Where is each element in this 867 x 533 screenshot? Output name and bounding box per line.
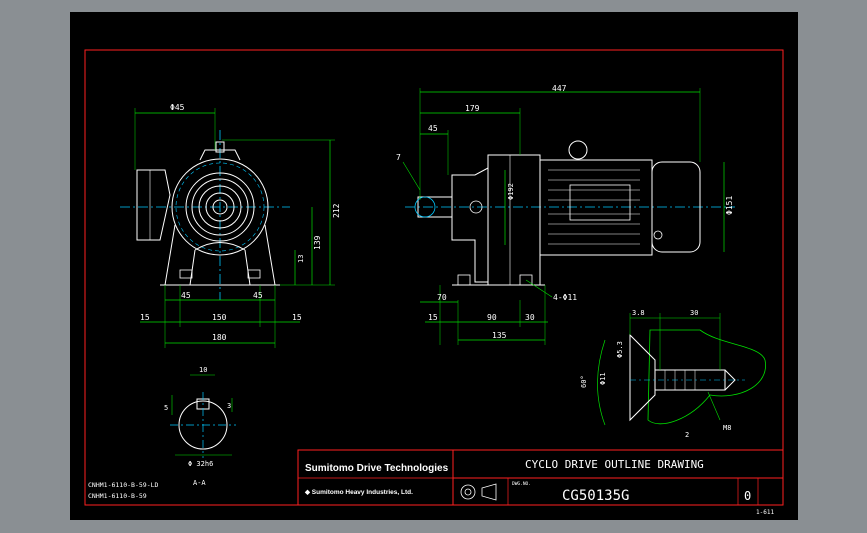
detail-dim-b: 30 [690, 309, 698, 317]
detail-dim-a: 3.8 [632, 309, 645, 317]
side-dim-total-length: 447 [552, 84, 567, 93]
side-callout-label: 7 [396, 153, 401, 162]
detail-dim-angle: 60° [580, 375, 588, 388]
terminal-box [136, 169, 171, 241]
detail-outline [647, 329, 766, 425]
revision-number: 0 [744, 489, 751, 503]
front-dim-left-edge: 15 [140, 313, 150, 322]
note-line-2: CNHM1-6110-B-59 [88, 492, 147, 500]
housing-outline [171, 158, 269, 256]
side-dim-left-edge: 15 [428, 313, 438, 322]
sub-brand: ◆ Sumitomo Heavy Industries, Ltd. [304, 489, 413, 496]
side-hole-note: 4-Φ11 [553, 293, 577, 302]
model-space [70, 12, 798, 520]
front-dim-height: 212 [332, 203, 341, 218]
note-line-1: CNHM1-6110-B-59-LD [88, 481, 159, 489]
side-dim-shaft-length: 45 [428, 124, 438, 133]
side-view: 7 447 179 45 Φ192 Φ151 70 15 90 30 135 4… [396, 84, 735, 345]
side-eye-bolt [568, 140, 588, 160]
detail-dim-thread: M8 [723, 424, 731, 432]
detail-dim-d: Φ11 [599, 372, 607, 385]
section-dim-small: 3 [227, 402, 231, 410]
side-dim-gear-length: 179 [465, 104, 480, 113]
section-shaft [178, 400, 228, 450]
front-dim-center-span: 150 [212, 313, 227, 322]
fan-cover [651, 161, 701, 253]
detail-view: 3.8 30 Φ5.3 Φ11 60° M8 2 [580, 309, 766, 439]
front-dim-top: Φ45 [170, 103, 185, 112]
section-dim-key-width: 10 [199, 366, 207, 374]
brand-name: Sumitomo Drive Technologies [305, 463, 449, 474]
drawing-number: CG50135G [562, 488, 629, 504]
side-dim-base-length: 135 [492, 331, 507, 340]
side-dim-motor-dia: Φ151 [725, 196, 734, 215]
detail-dim-c: Φ5.3 [616, 341, 624, 358]
section-dim-key-height: 5 [164, 404, 168, 412]
detail-label: 2 [685, 431, 689, 439]
drawing-title: CYCLO DRIVE OUTLINE DRAWING [525, 458, 704, 471]
section-dim-shaft-dia: Φ 32h6 [188, 460, 213, 468]
eye-bolt [215, 141, 225, 153]
projection-symbol [460, 484, 476, 500]
front-dim-shaft-height: 139 [313, 235, 322, 250]
front-dim-right-inner: 45 [253, 291, 263, 300]
front-view: Φ45 212 139 13 45 45 15 150 15 180 [120, 103, 341, 348]
title-block: Sumitomo Drive Technologies ◆ Sumitomo H… [297, 449, 784, 506]
section-view: 10 5 3 Φ 32h6 A-A [164, 366, 236, 487]
side-dim-flange-dia: Φ192 [507, 183, 515, 200]
gear-housing [451, 167, 489, 283]
front-dim-right-edge: 15 [292, 313, 302, 322]
section-label: A-A [193, 479, 206, 487]
side-dim-right-edge: 30 [525, 313, 535, 322]
side-dim-foot-offset: 70 [437, 293, 447, 302]
drawing-no-label: DWG.NO. [512, 481, 531, 487]
front-dim-small: 13 [297, 255, 305, 263]
left-notes: CNHM1-6110-B-59-LD CNHM1-6110-B-59 [88, 481, 159, 500]
side-dim-foot-span: 90 [487, 313, 497, 322]
output-shaft [212, 199, 228, 215]
front-dim-total-width: 180 [212, 333, 227, 342]
sheet-note: 1-611 [756, 509, 774, 516]
front-dim-left-inner: 45 [181, 291, 191, 300]
